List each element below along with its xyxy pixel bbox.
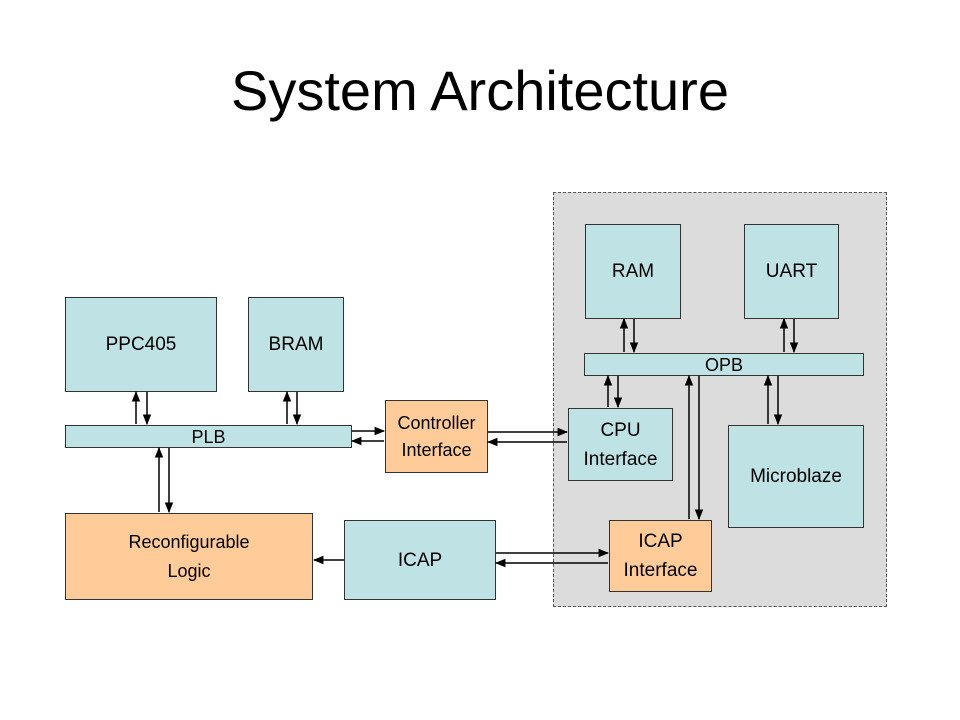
plb-bus: PLB [65,425,352,448]
controller-interface-block: Controller Interface [385,400,488,473]
microblaze-block: Microblaze [728,425,864,528]
ppc405-block: PPC405 [65,297,217,392]
page-title: System Architecture [231,59,729,122]
bram-block: BRAM [248,297,344,392]
reconfigurable-logic-block: Reconfigurable Logic [65,513,313,600]
ram-block: RAM [585,224,681,319]
uart-block: UART [744,224,839,319]
icap-block: ICAP [344,520,496,600]
cpu-interface-block: CPU Interface [568,408,673,481]
opb-bus: OPB [584,353,864,376]
icap-interface-block: ICAP Interface [609,520,712,592]
